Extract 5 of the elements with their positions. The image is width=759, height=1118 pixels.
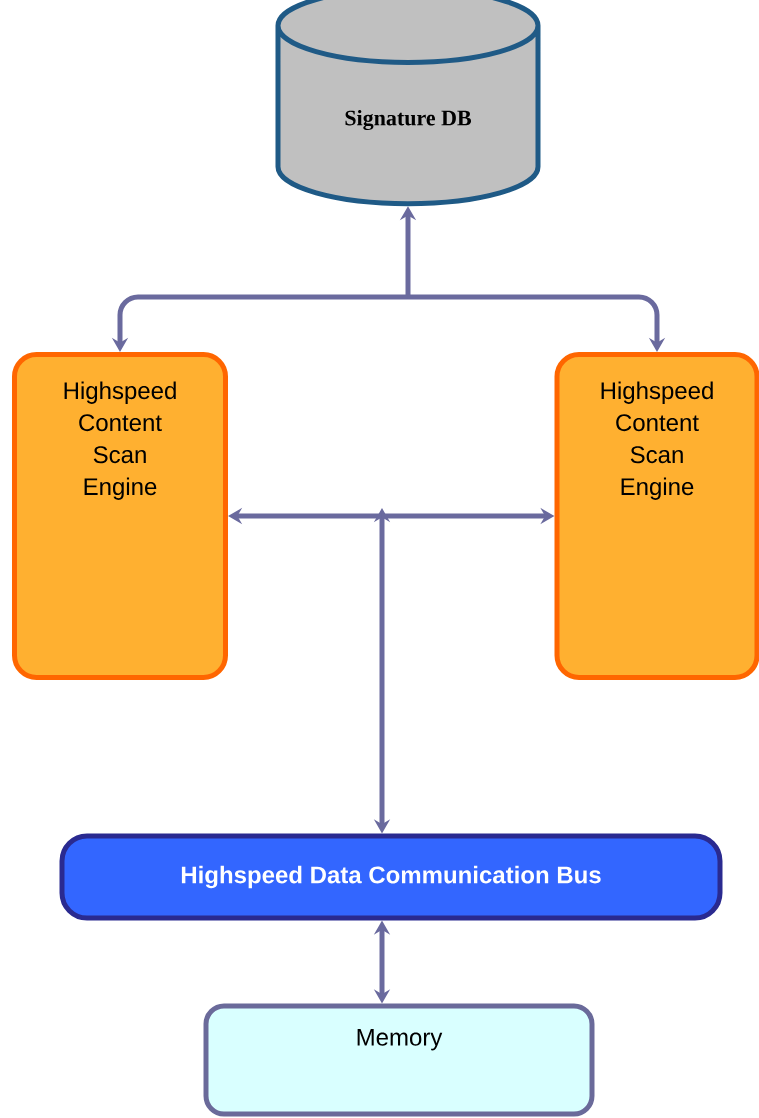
engine-box: Highspeed Content Scan Engine xyxy=(554,352,759,680)
memory-box: Memory xyxy=(203,1003,595,1117)
database-cylinder: Signature DB xyxy=(275,0,541,207)
engine-box: Highspeed Content Scan Engine xyxy=(12,352,228,680)
bus-box: Highspeed Data Communication Bus xyxy=(59,833,723,921)
